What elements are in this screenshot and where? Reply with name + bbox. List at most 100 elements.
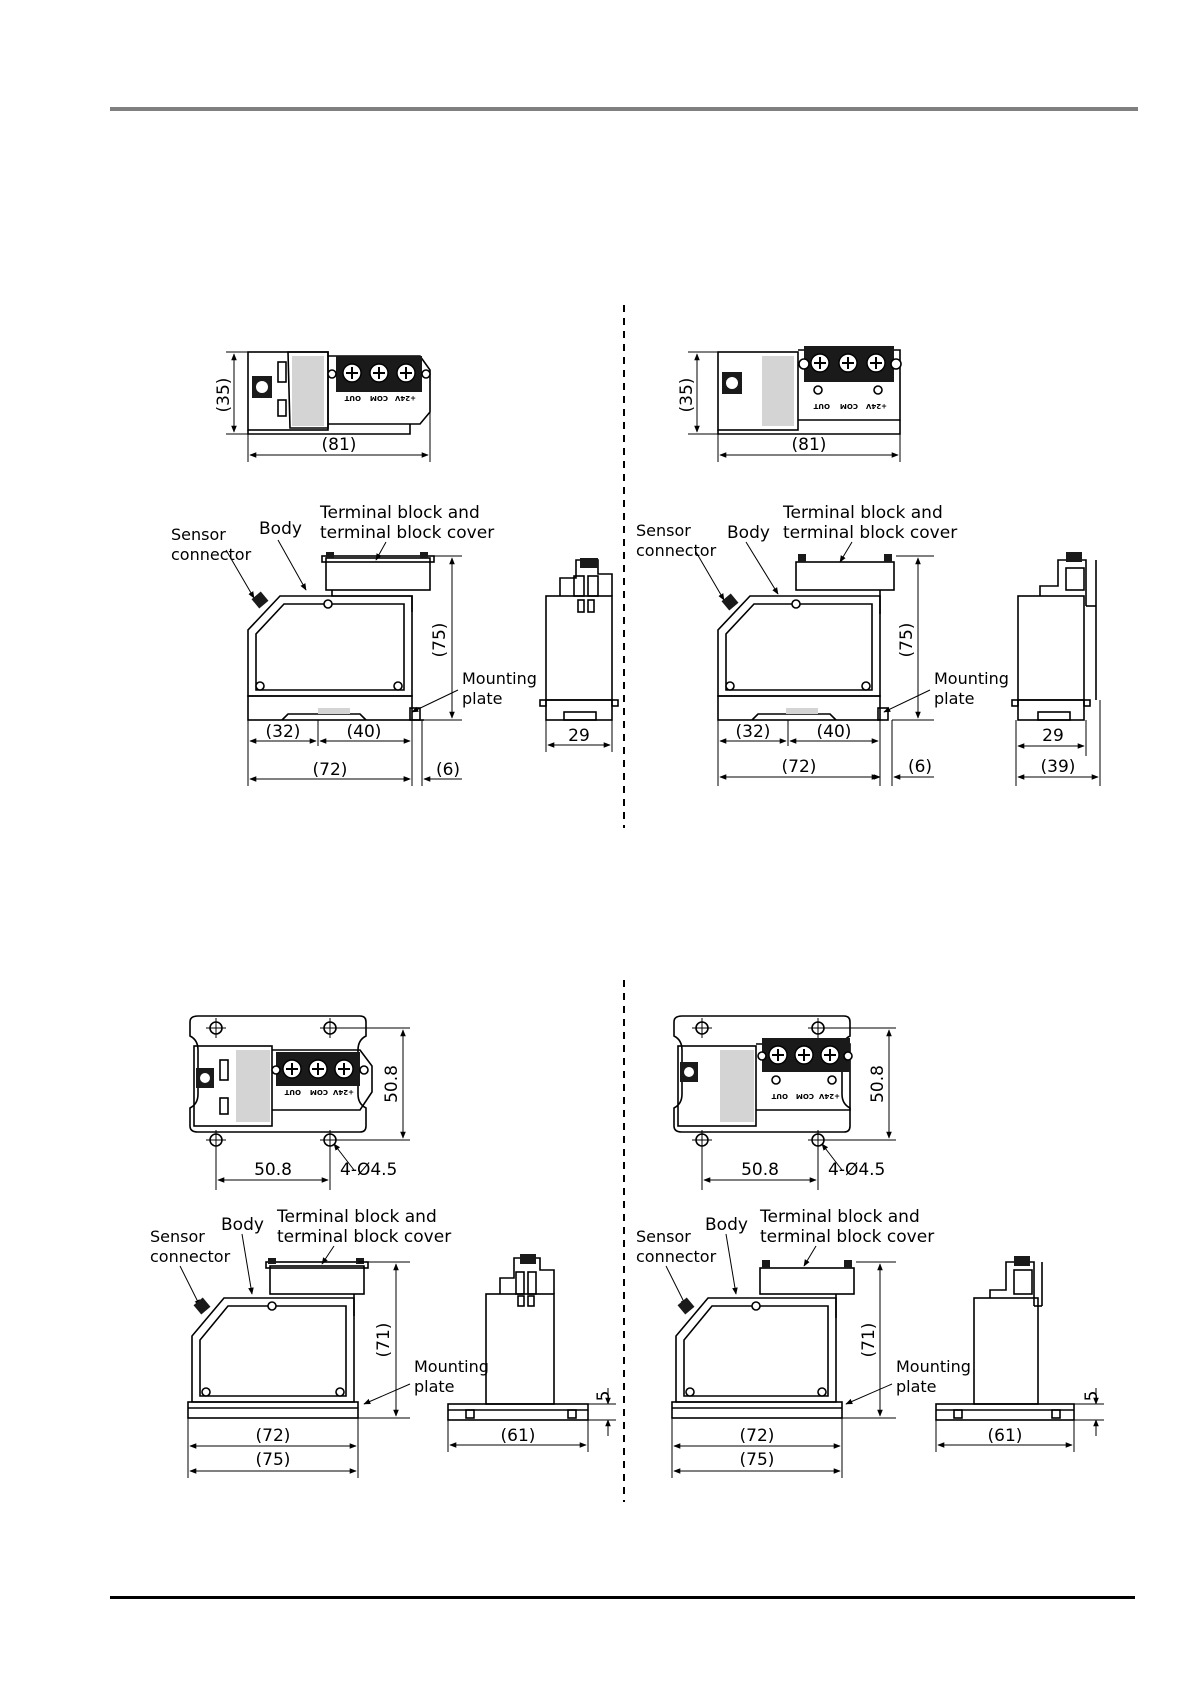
label-body: Body xyxy=(221,1215,264,1235)
terminal-screw-icon xyxy=(366,359,392,387)
terminal-screw-icon xyxy=(339,359,365,387)
terminal-mark: COM xyxy=(310,1088,328,1096)
dim-plan-width: 50.8 xyxy=(741,1160,779,1180)
terminal-mark: +24V xyxy=(865,402,887,410)
view-bottom-right-side: (61) 5 xyxy=(935,1256,1104,1452)
dim-plan-width: (81) xyxy=(322,435,357,455)
terminal-screw-icon xyxy=(835,349,861,377)
terminal-screw-icon xyxy=(331,1055,357,1083)
terminal-mark: COM xyxy=(370,394,388,402)
label-terminal-block: terminal block cover xyxy=(277,1227,451,1247)
label-mounting-plate: plate xyxy=(414,1377,455,1396)
view-top-left-front: Sensor connector Body Terminal block and… xyxy=(171,503,537,786)
terminal-mark: OUT xyxy=(284,1088,301,1096)
label-sensor-connector: Sensor xyxy=(636,1227,691,1246)
label-sensor-connector: Sensor xyxy=(150,1227,205,1246)
terminal-screw-icon xyxy=(807,349,833,377)
dim-holes: 4-Ø4.5 xyxy=(828,1160,885,1180)
terminal-mark: OUT xyxy=(771,1092,788,1100)
dim-inner: (72) xyxy=(256,1426,291,1446)
label-mounting-plate: Mounting xyxy=(462,669,537,688)
dim-right-seg: (40) xyxy=(817,722,852,742)
view-top-left-plan: OUT COM +24V (35) (81) xyxy=(214,351,431,462)
dim-side-inner: 29 xyxy=(1042,726,1064,746)
footer-rule xyxy=(110,1596,1135,1599)
dim-height: (71) xyxy=(859,1323,879,1358)
dim-total: (72) xyxy=(313,760,348,780)
label-terminal-block: Terminal block and xyxy=(276,1207,437,1227)
dim-outer: (75) xyxy=(256,1450,291,1470)
label-sensor-connector: connector xyxy=(150,1247,231,1266)
dim-holes: 4-Ø4.5 xyxy=(340,1160,397,1180)
view-bottom-left-side: (61) 5 xyxy=(447,1254,616,1452)
label-sensor-connector: connector xyxy=(636,541,717,560)
terminal-screw-icon xyxy=(393,359,419,387)
dim-offset: (6) xyxy=(908,757,932,777)
label-mounting-plate: Mounting xyxy=(934,669,1009,688)
view-top-right-side: 29 (39) xyxy=(1011,552,1101,786)
terminal-screw-icon xyxy=(305,1055,331,1083)
label-terminal-block: terminal block cover xyxy=(760,1227,934,1247)
terminal-screw-icon xyxy=(863,349,889,377)
view-top-right-plan: OUT COM +24V (35) (81) xyxy=(677,346,902,462)
label-body: Body xyxy=(705,1215,748,1235)
label-body: Body xyxy=(259,519,302,539)
label-sensor-connector: connector xyxy=(171,545,252,564)
dim-plate: 5 xyxy=(594,1391,614,1402)
terminal-screw-icon xyxy=(817,1041,843,1069)
dim-side-outer: (39) xyxy=(1041,757,1076,777)
dim-plan-width: 50.8 xyxy=(254,1160,292,1180)
dim-side-width: (61) xyxy=(501,1426,536,1446)
view-bottom-left-plan: OUT COM +24V 50.8 50.8 4-Ø4.5 xyxy=(189,1015,410,1190)
view-top-left-side: 29 xyxy=(539,558,619,752)
dim-plan-height: 50.8 xyxy=(868,1065,888,1103)
terminal-mark: COM xyxy=(840,402,858,410)
dim-side-width: 29 xyxy=(568,726,590,746)
dim-height: (71) xyxy=(374,1323,394,1358)
label-terminal-block: Terminal block and xyxy=(782,503,943,523)
dim-inner: (72) xyxy=(740,1426,775,1446)
view-bottom-left-front: Sensor connector Body Terminal block and… xyxy=(150,1207,489,1478)
terminal-screw-icon xyxy=(279,1055,305,1083)
terminal-screw-icon xyxy=(765,1041,791,1069)
dim-height: (75) xyxy=(430,623,450,658)
label-mounting-plate: Mounting xyxy=(896,1357,971,1376)
view-bottom-right-front: Sensor connector Body Terminal block and… xyxy=(636,1207,971,1478)
dim-plan-height: (35) xyxy=(677,378,697,413)
dim-offset: (6) xyxy=(436,760,460,780)
terminal-mark: OUT xyxy=(344,394,361,402)
dim-left-seg: (32) xyxy=(736,722,771,742)
label-mounting-plate: plate xyxy=(934,689,975,708)
label-mounting-plate: Mounting xyxy=(414,1357,489,1376)
dim-plan-height: (35) xyxy=(214,378,234,413)
label-sensor-connector: Sensor xyxy=(636,521,691,540)
label-sensor-connector: Sensor xyxy=(171,525,226,544)
view-bottom-right-plan: OUT COM +24V 50.8 50.8 4-Ø4.5 xyxy=(673,1015,896,1190)
terminal-mark: +24V xyxy=(394,394,416,402)
dim-side-width: (61) xyxy=(988,1426,1023,1446)
dim-total: (72) xyxy=(782,757,817,777)
dim-left-seg: (32) xyxy=(266,722,301,742)
dim-plan-height: 50.8 xyxy=(382,1065,402,1103)
dim-height: (75) xyxy=(897,623,917,658)
label-mounting-plate: plate xyxy=(896,1377,937,1396)
terminal-mark: OUT xyxy=(813,402,830,410)
label-terminal-block: terminal block cover xyxy=(320,523,494,543)
label-sensor-connector: connector xyxy=(636,1247,717,1266)
dim-right-seg: (40) xyxy=(347,722,382,742)
label-body: Body xyxy=(727,523,770,543)
dim-plate: 5 xyxy=(1082,1391,1102,1402)
label-terminal-block: Terminal block and xyxy=(759,1207,920,1227)
header-rule xyxy=(110,107,1138,111)
terminal-mark: +24V xyxy=(818,1092,840,1100)
label-terminal-block: terminal block cover xyxy=(783,523,957,543)
view-top-right-front: Sensor connector Body Terminal block and… xyxy=(636,503,1009,786)
terminal-mark: +24V xyxy=(332,1088,354,1096)
terminal-screw-icon xyxy=(791,1041,817,1069)
dim-plan-width: (81) xyxy=(792,435,827,455)
label-mounting-plate: plate xyxy=(462,689,503,708)
terminal-mark: COM xyxy=(796,1092,814,1100)
label-terminal-block: Terminal block and xyxy=(319,503,480,523)
dim-outer: (75) xyxy=(740,1450,775,1470)
